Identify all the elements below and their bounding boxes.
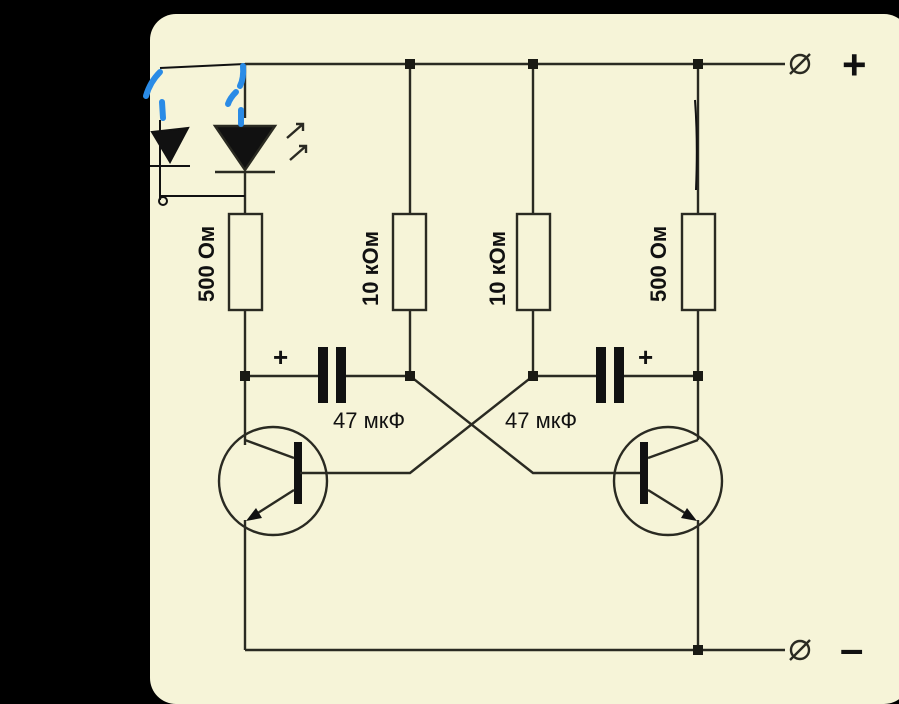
resistor-mid-right-label: 10 кОм xyxy=(485,231,510,306)
resistor-mid-left-label: 10 кОм xyxy=(358,231,383,306)
resistor-right-label: 500 Ом xyxy=(646,226,671,302)
resistor-right xyxy=(680,212,717,312)
transistor-right xyxy=(612,425,724,537)
resistor-left-label: 500 Ом xyxy=(194,226,219,302)
plus-terminal: + xyxy=(789,41,867,88)
hand-annotation xyxy=(143,63,698,206)
plus-label: + xyxy=(842,41,867,88)
capacitor-left-polarity: + xyxy=(273,342,288,372)
capacitor-right-polarity: + xyxy=(638,342,653,372)
resistor-mid-left xyxy=(391,212,428,312)
capacitor-right-label: 47 мкФ xyxy=(505,408,577,433)
transistor-left xyxy=(217,425,329,537)
circuit-diagram: + – 500 Ом 10 кОм 10 кОм xyxy=(143,41,867,672)
resistor-mid-right xyxy=(515,212,552,312)
minus-label: – xyxy=(840,625,863,672)
cross-wire-b xyxy=(300,375,534,475)
capacitor-left xyxy=(318,347,346,403)
capacitor-left-label: 47 мкФ xyxy=(333,408,405,433)
cross-wire-a xyxy=(409,375,640,475)
resistor-left xyxy=(227,212,264,312)
junction-dots xyxy=(240,59,703,655)
led xyxy=(212,122,308,174)
minus-terminal: – xyxy=(789,625,863,672)
capacitor-right xyxy=(596,347,624,403)
schematic-paper xyxy=(150,14,899,704)
schematic-canvas: + – 500 Ом 10 кОм 10 кОм xyxy=(143,14,899,704)
